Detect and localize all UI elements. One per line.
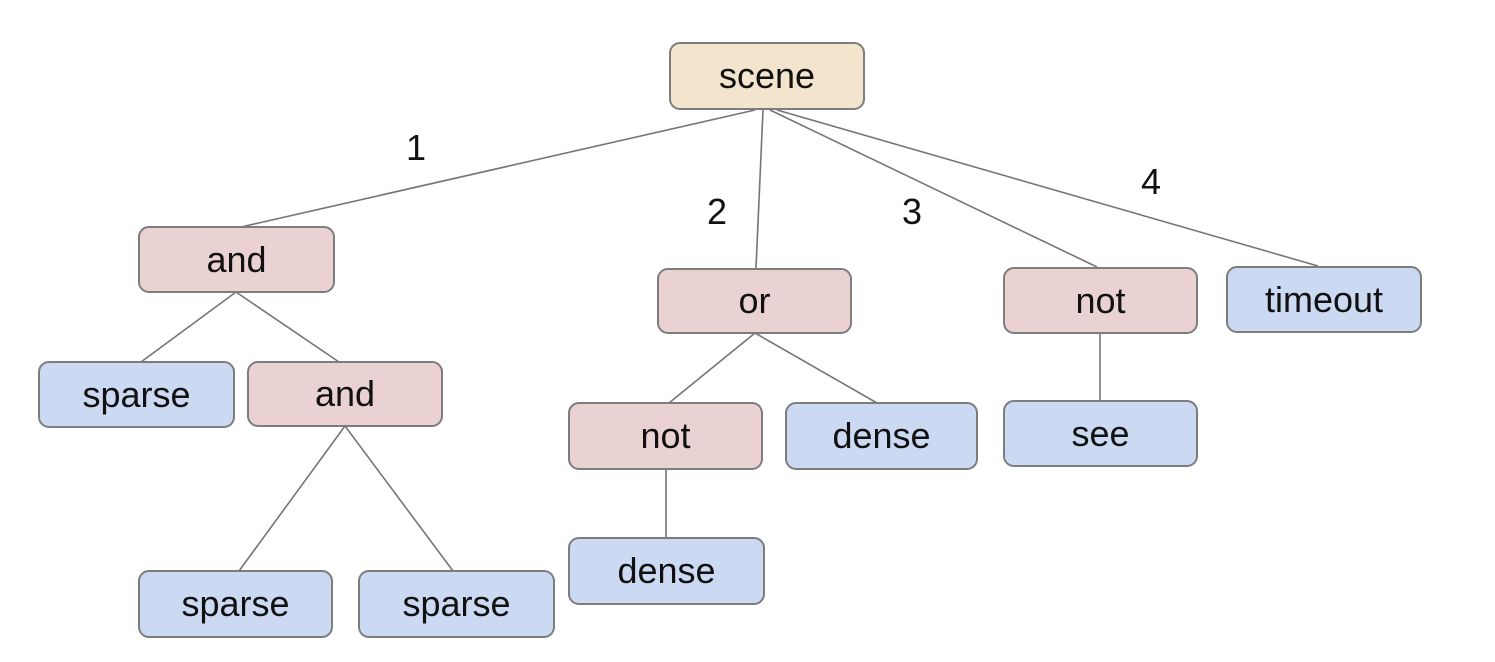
- edge-or-not: [668, 332, 756, 404]
- node-not-2: not: [568, 402, 763, 470]
- edge-and-and: [235, 291, 340, 363]
- node-label: timeout: [1264, 278, 1384, 320]
- node-label: dense: [617, 550, 716, 591]
- node-and-2: and: [247, 361, 443, 427]
- node-label: or: [738, 280, 771, 321]
- node-or: or: [657, 268, 852, 334]
- node-not-1: not: [1003, 267, 1198, 334]
- node-label: not: [640, 415, 691, 456]
- node-dense-under-not: dense: [568, 537, 765, 605]
- node-label: see: [1071, 412, 1130, 454]
- node-label: dense: [832, 415, 931, 456]
- node-label: sparse: [82, 373, 191, 415]
- edge-label-1: 1: [405, 127, 427, 168]
- node-sparse-2: sparse: [138, 570, 333, 638]
- edge-label-3: 3: [901, 191, 923, 232]
- edge-or-dense: [754, 332, 878, 404]
- edge-and2-sparse-right: [344, 425, 454, 572]
- node-label: sparse: [402, 583, 511, 624]
- node-scene: scene: [669, 42, 865, 110]
- node-label: and: [206, 238, 267, 280]
- node-sparse-1: sparse: [38, 361, 235, 428]
- edge-and2-sparse-left: [238, 425, 346, 572]
- node-label: and: [314, 373, 376, 414]
- edge-scene-not: [769, 109, 1098, 268]
- edge-label-2: 2: [706, 191, 728, 232]
- edge-scene-timeout: [776, 109, 1319, 267]
- node-dense-under-or: dense: [785, 402, 978, 470]
- node-label: sparse: [181, 583, 290, 624]
- node-sparse-3: sparse: [358, 570, 555, 638]
- node-see: see: [1003, 400, 1198, 467]
- node-timeout: timeout: [1226, 266, 1422, 333]
- node-label: scene: [718, 55, 816, 96]
- edge-scene-or: [755, 109, 764, 269]
- edge-and-sparse: [140, 291, 237, 363]
- node-label: not: [1075, 279, 1126, 321]
- node-and-1: and: [138, 226, 335, 293]
- edge-label-4: 4: [1140, 161, 1162, 202]
- edge-scene-and: [240, 109, 756, 228]
